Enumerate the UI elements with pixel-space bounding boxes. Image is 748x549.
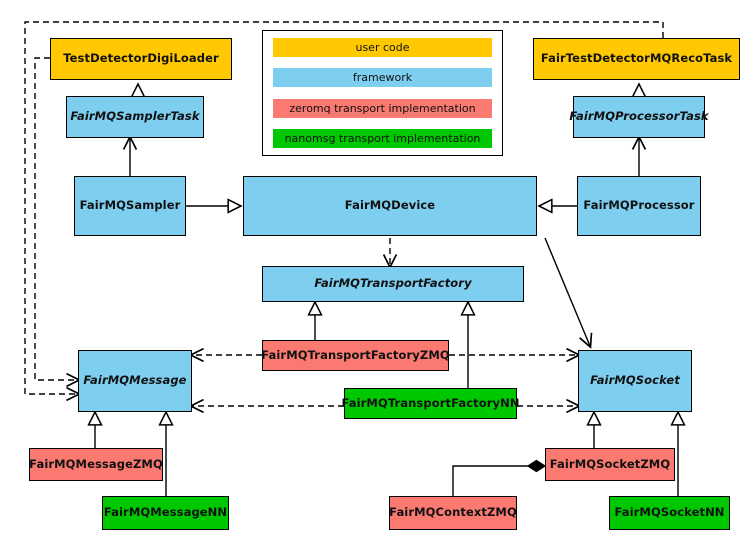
legend-label: nanomsg transport implementation <box>284 131 481 145</box>
class-box-fairmqmessagenn[interactable]: FairMQMessageNN <box>102 496 229 530</box>
edge-contextzmq-socketzmq <box>452 459 547 496</box>
class-box-testdetectordigiloader[interactable]: TestDetectorDigiLoader <box>50 38 232 80</box>
class-box-fairmqtransportfactory[interactable]: FairMQTransportFactory <box>262 266 524 302</box>
legend-label: framework <box>352 71 413 85</box>
legend-item-user-code: user code <box>273 38 492 57</box>
class-box-fairmqsocketnn[interactable]: FairMQSocketNN <box>609 496 730 530</box>
class-box-fairmqtransportfactorynn[interactable]: FairMQTransportFactoryNN <box>341 388 519 419</box>
class-box-fairmqsocketzmq[interactable]: FairMQSocketZMQ <box>545 448 675 481</box>
class-box-fairmqdevice[interactable]: FairMQDevice <box>243 176 537 236</box>
class-box-fairmqsamplertask[interactable]: FairMQSamplerTask <box>66 96 204 138</box>
class-box-fairmqmessage[interactable]: FairMQMessage <box>78 350 192 412</box>
class-box-fairtestdetectormqrecotask[interactable]: FairTestDetectorMQRecoTask <box>533 38 740 80</box>
legend-label: zeromq transport implementation <box>289 101 476 115</box>
class-box-fairmqcontextzmq[interactable]: FairMQContextZMQ <box>389 496 517 530</box>
class-box-fairmqmessagezmq[interactable]: FairMQMessageZMQ <box>29 448 163 481</box>
legend-label: user code <box>355 41 410 54</box>
edge-device-socket <box>544 237 590 346</box>
class-box-fairmqsampler[interactable]: FairMQSampler <box>74 176 186 236</box>
legend-item-nanomsg: nanomsg transport implementation <box>273 128 492 148</box>
legend-item-framework: framework <box>273 68 492 88</box>
class-box-fairmqprocessortask[interactable]: FairMQProcessorTask <box>569 96 709 138</box>
class-box-fairmqsocket[interactable]: FairMQSocket <box>578 350 692 412</box>
legend-item-zeromq: zeromq transport implementation <box>273 98 492 118</box>
class-box-fairmqtransportfactoryzmq[interactable]: FairMQTransportFactoryZMQ <box>261 340 450 371</box>
legend-box: user code framework zeromq transport imp… <box>262 30 503 156</box>
class-box-fairmqprocessor[interactable]: FairMQProcessor <box>577 176 701 236</box>
